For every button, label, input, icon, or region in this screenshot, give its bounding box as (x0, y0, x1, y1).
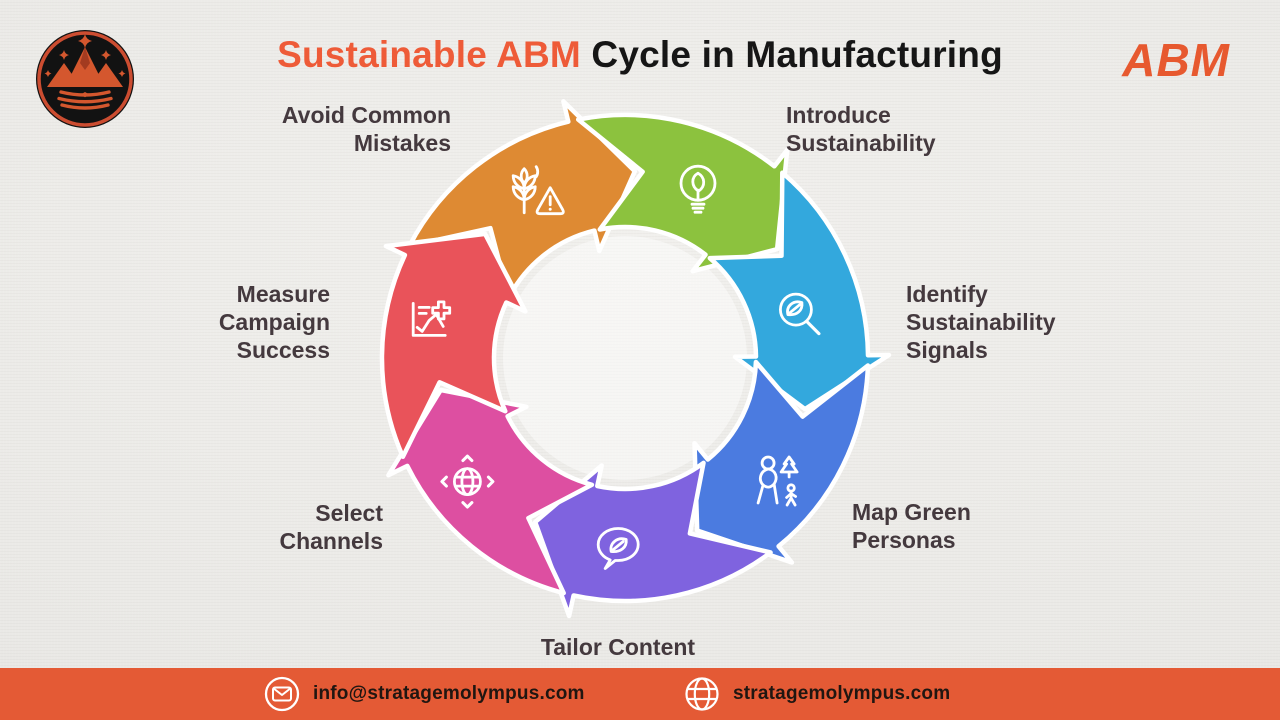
envelope-icon (264, 676, 300, 712)
footer-website-text: stratagemolympus.com (733, 683, 951, 704)
leaf-chat-icon (596, 527, 640, 570)
cycle-segment-map-green-personas (692, 359, 871, 565)
leaf-search-icon (779, 292, 821, 336)
title-rest: Cycle in Manufacturing (591, 34, 1003, 75)
chart-report-icon (411, 300, 452, 337)
step-label-measure-campaign-success: Measure Campaign Success (218, 281, 330, 364)
brand-wordmark: ABM (1122, 34, 1230, 86)
eco-bulb-icon (679, 164, 717, 214)
brand-logo (36, 30, 134, 128)
footer-bar: info@stratagemolympus.com stratagemolymp… (0, 668, 1280, 720)
step-label-select-channels: Select Channels (279, 500, 383, 555)
footer-email-text: info@stratagemolympus.com (313, 683, 585, 704)
cycle-center-hole (503, 236, 747, 480)
globe-arrows-icon (440, 454, 495, 509)
page-title: Sustainable ABM Cycle in Manufacturing (0, 34, 1280, 76)
cycle-segment-select-channels (386, 387, 595, 596)
step-label-avoid-common-mistakes: Avoid Common Mistakes (281, 102, 451, 157)
cycle-segment-measure-campaign-success (379, 231, 528, 459)
footer-website-item: stratagemolympus.com (684, 668, 950, 720)
step-label-tailor-content: Tailor Content (540, 634, 696, 660)
person-tree-icon (756, 455, 799, 507)
globe-icon (685, 677, 719, 711)
step-label-map-green-personas: Map Green Personas (852, 499, 971, 554)
step-label-identify-sustainability-signals: Identify Sustainability Signals (906, 281, 1056, 364)
wheat-warning-icon (511, 165, 565, 216)
cycle-segment-identify-sustainability-signals (707, 170, 892, 412)
cycle-segment-tailor-content (532, 460, 773, 619)
title-highlight: Sustainable ABM (277, 34, 581, 75)
footer-email-item: info@stratagemolympus.com (264, 668, 585, 720)
step-label-introduce-sustainability: Introduce Sustainability (786, 102, 936, 157)
